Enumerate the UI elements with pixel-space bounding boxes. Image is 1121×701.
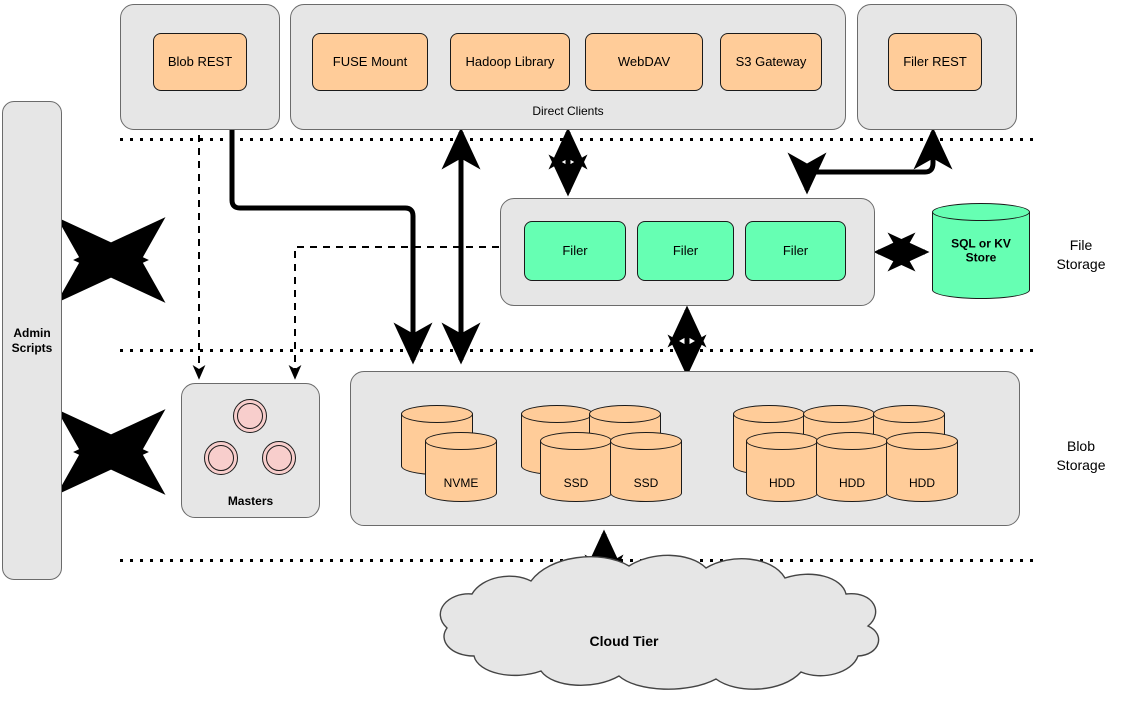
master-node-3[interactable] bbox=[262, 441, 296, 475]
ssd2-top bbox=[610, 432, 682, 450]
volume-hdd-3[interactable]: HDD bbox=[886, 432, 958, 502]
cloud-tier-label: Cloud Tier bbox=[589, 633, 659, 649]
volume-hdd-2[interactable]: HDD bbox=[816, 432, 888, 502]
store-cylinder-top bbox=[932, 203, 1030, 221]
hdd3-label: HDD bbox=[909, 476, 935, 490]
node-webdav[interactable]: WebDAV bbox=[585, 33, 703, 91]
direct-clients-caption: Direct Clients bbox=[532, 104, 604, 118]
volume-nvme[interactable]: NVME bbox=[425, 432, 497, 502]
store-cylinder-body bbox=[932, 212, 1030, 290]
hdd1-top bbox=[746, 432, 818, 450]
node-filer-rest[interactable]: Filer REST bbox=[888, 33, 982, 91]
hdd1-back-top bbox=[733, 405, 805, 423]
admin-scripts-panel[interactable]: Admin Scripts bbox=[2, 101, 62, 580]
node-filer-rest-label: Filer REST bbox=[903, 53, 967, 69]
volume-ssd-2[interactable]: SSD bbox=[610, 432, 682, 502]
hdd3-top bbox=[886, 432, 958, 450]
node-filer-1-label: Filer bbox=[562, 242, 588, 258]
node-fuse-mount[interactable]: FUSE Mount bbox=[312, 33, 428, 91]
admin-scripts-label: Admin Scripts bbox=[11, 325, 53, 355]
ssd1-back-top bbox=[521, 405, 593, 423]
hdd2-label: HDD bbox=[839, 476, 865, 490]
node-s3-gateway-label: S3 Gateway bbox=[735, 53, 807, 69]
hdd1-label: HDD bbox=[769, 476, 795, 490]
volume-hdd-1[interactable]: HDD bbox=[746, 432, 818, 502]
node-fuse-mount-label: FUSE Mount bbox=[332, 53, 408, 69]
volume-ssd-1[interactable]: SSD bbox=[540, 432, 612, 502]
node-filer-2-label: Filer bbox=[672, 242, 699, 258]
side-label-file-storage: File Storage bbox=[1056, 237, 1106, 272]
nvme-label: NVME bbox=[443, 476, 479, 490]
node-blob-rest-label: Blob REST bbox=[167, 53, 233, 69]
node-filer-2[interactable]: Filer bbox=[637, 221, 734, 281]
nvme-back-top bbox=[401, 405, 473, 423]
ssd1-label: SSD bbox=[563, 476, 589, 490]
hdd2-top bbox=[816, 432, 888, 450]
ssd1-top bbox=[540, 432, 612, 450]
ssd2-label: SSD bbox=[633, 476, 659, 490]
hdd2-back-top bbox=[803, 405, 875, 423]
node-blob-rest[interactable]: Blob REST bbox=[153, 33, 247, 91]
blobrest-to-volumes-link bbox=[229, 130, 433, 365]
nvme-top bbox=[425, 432, 497, 450]
master-node-2[interactable] bbox=[204, 441, 238, 475]
node-webdav-label: WebDAV bbox=[617, 53, 671, 69]
filerrest-to-filers-link bbox=[787, 127, 953, 195]
store-label: SQL or KV Store bbox=[951, 236, 1011, 265]
side-label-blob-storage: Blob Storage bbox=[1056, 438, 1106, 473]
control-dashed-links bbox=[192, 135, 499, 380]
filer-to-masters-dashed bbox=[288, 246, 499, 380]
node-sql-or-kv-store[interactable]: SQL or KV Store bbox=[932, 203, 1030, 299]
admin-double-arrows bbox=[56, 217, 166, 495]
node-s3-gateway[interactable]: S3 Gateway bbox=[720, 33, 822, 91]
master-node-1[interactable] bbox=[233, 399, 267, 433]
node-filer-3[interactable]: Filer bbox=[745, 221, 846, 281]
node-hadoop-library[interactable]: Hadoop Library bbox=[450, 33, 570, 91]
cloud-shape bbox=[439, 554, 880, 690]
ssd2-back-top bbox=[589, 405, 661, 423]
node-filer-1[interactable]: Filer bbox=[524, 221, 626, 281]
hdd3-back-top bbox=[873, 405, 945, 423]
masters-label: Masters bbox=[227, 494, 274, 508]
node-hadoop-library-label: Hadoop Library bbox=[465, 53, 555, 69]
node-filer-3-label: Filer bbox=[782, 242, 809, 258]
